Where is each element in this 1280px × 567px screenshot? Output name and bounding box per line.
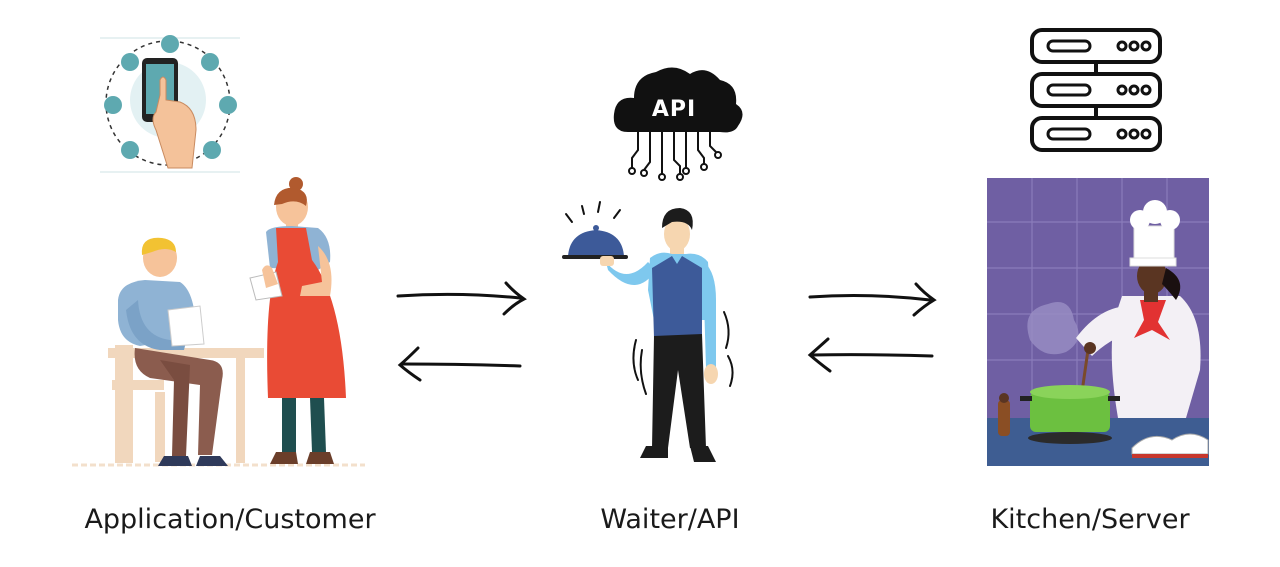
- arrow-api-to-client: [397, 346, 522, 382]
- arrow-api-to-server: [808, 282, 937, 317]
- kitchen-chef-illustration: [987, 178, 1209, 466]
- client-label: Application/Customer: [84, 504, 376, 535]
- arrow-server-to-api: [807, 337, 934, 373]
- api-cloud-icon: API: [613, 67, 743, 181]
- mobile-app-icon: [100, 35, 240, 173]
- server-label: Kitchen/Server: [990, 504, 1190, 535]
- server-rack-icon: [1030, 28, 1162, 152]
- customer-waitress-illustration: [72, 177, 365, 467]
- waiter-illustration: [562, 201, 734, 462]
- arrow-client-to-api: [396, 281, 527, 316]
- api-icon-label: API: [652, 97, 696, 122]
- api-label: Waiter/API: [600, 504, 740, 535]
